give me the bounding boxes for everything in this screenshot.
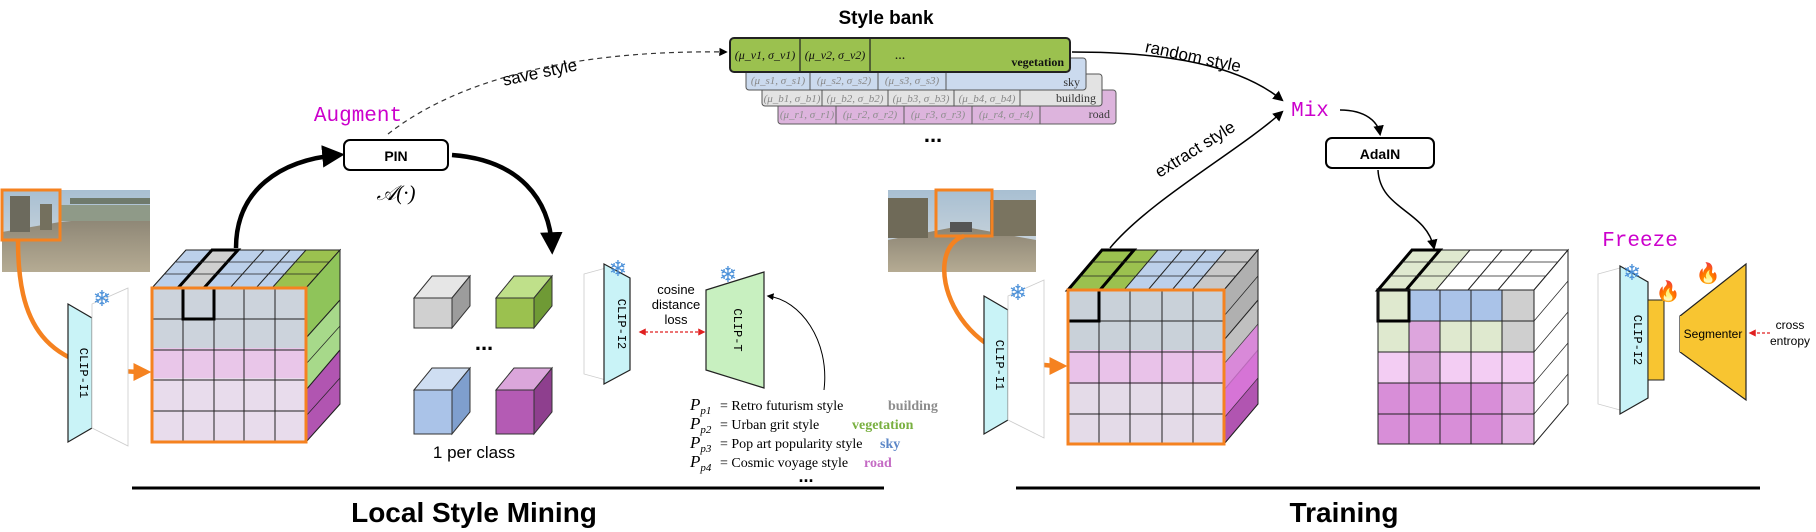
local-mining-title: Local Style Mining [351,497,597,528]
random-style-label: random style [1144,37,1243,76]
trainable-icon-1: 🔥 [1656,279,1681,303]
save-style-label: save style [501,55,579,89]
freeze-label: Freeze [1602,230,1678,253]
one-per-class-label: 1 per class [433,443,515,462]
stylized-feature-cube [1374,248,1570,446]
trainable-icon-2: 🔥 [1696,261,1721,285]
style-vector-building [412,274,472,330]
style-bank-vegetation-stat-3: ... [895,48,906,63]
style-bank-road-stat-2: (μ_r2, σ_r2) [843,109,898,121]
cube-to-pin-arrow [233,145,345,249]
prompt-3-text: = Pop art popularity style [720,437,862,452]
svg-text:Pp4: Pp4 [689,452,712,474]
cosine-line-1: cosine [657,282,695,297]
style-bank-sky-stat-3: (μ_s3, σ_s3) [885,75,940,87]
style-vector-road [494,366,554,436]
adain-box [1325,137,1435,169]
prompts-to-clip-t-arrow [766,293,826,391]
style-bank-vegetation-stat-1: (μ_v1, σ_v1) [735,48,796,62]
prompt-4-class: road [864,456,892,471]
style-bank-vegetation-row: (μ_v1, σ_v1) (μ_v2, σ_v2) ... vegetation [729,37,1071,73]
clip-i1-encoder-training: CLIP-I1 [983,279,1045,439]
source-image [0,188,150,272]
freeze-icon-4: ❄ [1009,280,1027,305]
style-vectors-more: ... [475,330,493,355]
training-title: Training [1290,497,1399,528]
style-bank-sky-stat-1: (μ_s1, σ_s1) [751,75,806,87]
prompt-4-text: = Cosmic voyage style [720,456,848,471]
style-bank-building-stat-1: (μ_b1, σ_b1) [764,93,821,105]
random-style-arrow [1071,51,1284,102]
pin-to-vectors-arrow [451,152,563,255]
target-image [888,188,1036,272]
cosine-line-3: loss [664,312,688,327]
prompt-4-subscript: p4 [699,462,712,474]
segmenter-label: Segmenter [1684,327,1743,341]
prompt-3-class: sky [880,437,900,452]
style-bank-road-label: road [1089,107,1110,121]
freeze-icon-5: ❄ [1623,260,1641,285]
prompts-more: ... [798,466,813,486]
augment-label: Augment [314,105,402,128]
prompt-4: Pp4 = Cosmic voyage style road [689,452,892,474]
prompt-2-subscript: p2 [699,424,712,436]
left-feature-cube [150,248,342,444]
style-bank-building-stat-4: (μ_b4, σ_b4) [959,93,1016,105]
clip-i1-training-label: CLIP-I1 [992,340,1006,390]
training-feature-cube [1064,248,1260,446]
prompt-3-subscript: p3 [699,443,712,455]
cosine-line-2: distance [652,297,700,312]
style-bank-road-stat-1: (μ_r1, σ_r1) [780,109,835,121]
adain-label: AdaIN [1360,146,1400,162]
clip-i2-encoder-mining: CLIP-I2 [583,262,631,386]
mix-label: Mix [1291,100,1329,123]
clip-i2-encoder-training: CLIP-I2 [1597,264,1665,416]
freeze-icon-1: ❄ [93,286,111,311]
prompt-2: Pp2 = Urban grit style vegetation [689,414,914,436]
prompt-2-class: vegetation [852,418,914,433]
adain-to-cube-arrow [1377,169,1438,251]
augment-function: 𝒜(·) [376,181,415,205]
prompt-1-text: = Retro futurism style [720,399,843,414]
style-bank-building-label: building [1056,91,1096,105]
style-bank-sky-label: sky [1063,75,1080,89]
cross-entropy-line-1: cross [1776,318,1805,332]
style-bank-building-stat-3: (μ_b3, σ_b3) [893,93,950,105]
clip-t-encoder: CLIP-T [705,271,765,389]
prompt-2-text: = Urban grit style [720,418,819,433]
style-bank-road-stat-3: (μ_r3, σ_r3) [911,109,966,121]
style-bank-vegetation-label: vegetation [1011,55,1064,69]
prompt-1: Pp1 = Retro futurism style building [689,395,938,417]
style-vector-vegetation [494,274,554,330]
extract-style-arrow [1109,110,1284,249]
clip-i1-label: CLIP-I1 [76,348,90,398]
style-bank-title: Style bank [838,8,933,29]
style-bank-sky-stat-2: (μ_s2, σ_s2) [817,75,872,87]
cross-entropy-line-2: entropy [1770,334,1810,348]
prompt-1-subscript: p1 [699,405,711,417]
freeze-icon-2: ❄ [609,256,627,281]
extract-style-label: extract style [1152,117,1239,181]
style-bank-vegetation-stat-2: (μ_v2, σ_v2) [805,48,866,62]
freeze-icon-3: ❄ [719,262,737,287]
style-vector-sky [412,366,472,436]
clip-i2-mining-label: CLIP-I2 [614,299,628,349]
style-bank-building-stat-2: (μ_b2, σ_b2) [827,93,884,105]
clip-t-label: CLIP-T [730,308,744,351]
clip-i1-encoder: CLIP-I1 [67,287,129,447]
clip-i2-training-label: CLIP-I2 [1630,315,1644,365]
pin-label: PIN [384,148,407,164]
segmenter: Segmenter [1679,262,1747,402]
style-bank-more: ... [924,122,942,147]
prompt-3: Pp3 = Pop art popularity style sky [689,433,900,455]
style-bank-road-stat-4: (μ_r4, σ_r4) [979,109,1034,121]
mix-to-adain-arrow [1339,109,1384,137]
prompt-1-class: building [888,399,938,414]
